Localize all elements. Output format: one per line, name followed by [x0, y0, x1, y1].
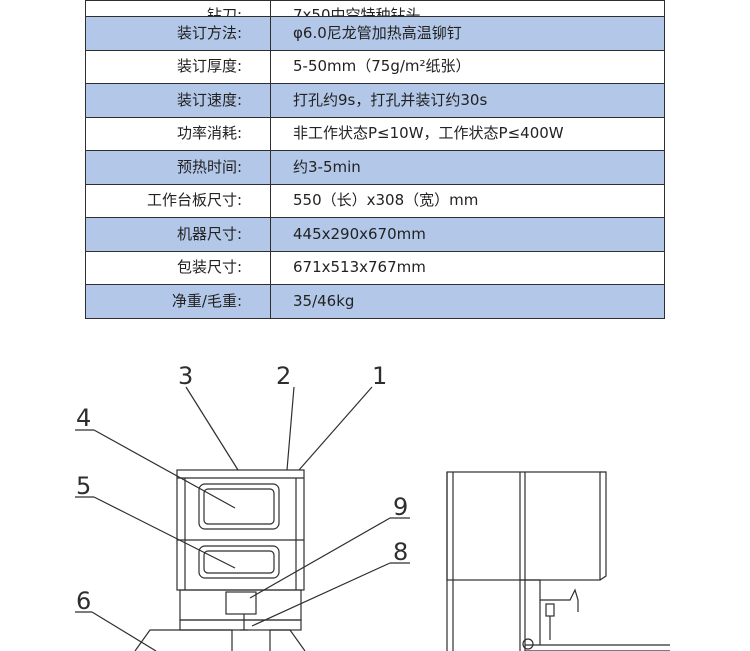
spec-label: 净重/毛重:: [85, 284, 271, 319]
front-view-body: [176, 469, 305, 591]
spec-value: 非工作状态P≤10W，工作状态P≤400W: [270, 116, 665, 151]
callout-4: 4: [76, 404, 91, 432]
spec-value: φ6.0尼龙管加热高温铆钉: [270, 16, 665, 51]
spec-label: 工作台板尺寸:: [85, 183, 271, 218]
callout-2: 2: [276, 362, 291, 390]
spec-value: 671x513x767mm: [270, 250, 665, 285]
spec-row-weight: 净重/毛重: 35/46kg: [85, 284, 665, 319]
spec-value: 35/46kg: [270, 284, 665, 319]
spec-label: 功率消耗:: [85, 116, 271, 151]
callout-9: 9: [393, 493, 408, 521]
spec-label: 机器尺寸:: [85, 217, 271, 252]
spec-label: 预热时间:: [85, 150, 271, 185]
side-view: [446, 471, 670, 651]
spec-row-binding-method: 装订方法: φ6.0尼龙管加热高温铆钉: [85, 16, 665, 51]
callout-5: 5: [76, 472, 91, 500]
spec-label: 装订方法:: [85, 16, 271, 51]
spec-row-binding-speed: 装订速度: 打孔约9s，打孔并装订约30s: [85, 83, 665, 118]
spec-value: 7x50中空特种钻头: [270, 0, 665, 17]
spec-row-worktable-size: 工作台板尺寸: 550（长）x308（宽）mm: [85, 183, 665, 218]
spec-row-preheat: 预热时间: 约3-5min: [85, 150, 665, 185]
spec-value: 445x290x670mm: [270, 217, 665, 252]
spec-row-machine-size: 机器尺寸: 445x290x670mm: [85, 217, 665, 252]
spec-label: 钻刀:: [85, 0, 271, 17]
spec-label: 装订厚度:: [85, 49, 271, 84]
leader-3: [185, 386, 239, 471]
spec-label: 装订速度:: [85, 83, 271, 118]
spec-label: 包装尺寸:: [85, 250, 271, 285]
callout-6: 6: [76, 587, 91, 615]
front-window-lower: [198, 545, 280, 579]
spec-value: 550（长）x308（宽）mm: [270, 183, 665, 218]
front-window-upper: [198, 483, 280, 530]
callout-8: 8: [393, 538, 408, 566]
callout-1: 1: [372, 362, 387, 390]
spec-row-drill: 钻刀: 7x50中空特种钻头: [85, 0, 665, 17]
spec-table: 钻刀: 7x50中空特种钻头 装订方法: φ6.0尼龙管加热高温铆钉 装订厚度:…: [85, 0, 665, 319]
callout-3: 3: [178, 362, 193, 390]
spec-value: 约3-5min: [270, 150, 665, 185]
spec-row-binding-thickness: 装订厚度: 5-50mm（75g/m²纸张）: [85, 49, 665, 84]
spec-value: 5-50mm（75g/m²纸张）: [270, 49, 665, 84]
leader-2: [286, 386, 295, 471]
spec-row-power: 功率消耗: 非工作状态P≤10W，工作状态P≤400W: [85, 116, 665, 151]
leader-1: [298, 386, 373, 471]
spec-value: 打孔约9s，打孔并装订约30s: [270, 83, 665, 118]
spec-row-package-size: 包装尺寸: 671x513x767mm: [85, 250, 665, 285]
machine-line-drawing: 1 2 3 4 5 6 9 8: [75, 362, 670, 651]
